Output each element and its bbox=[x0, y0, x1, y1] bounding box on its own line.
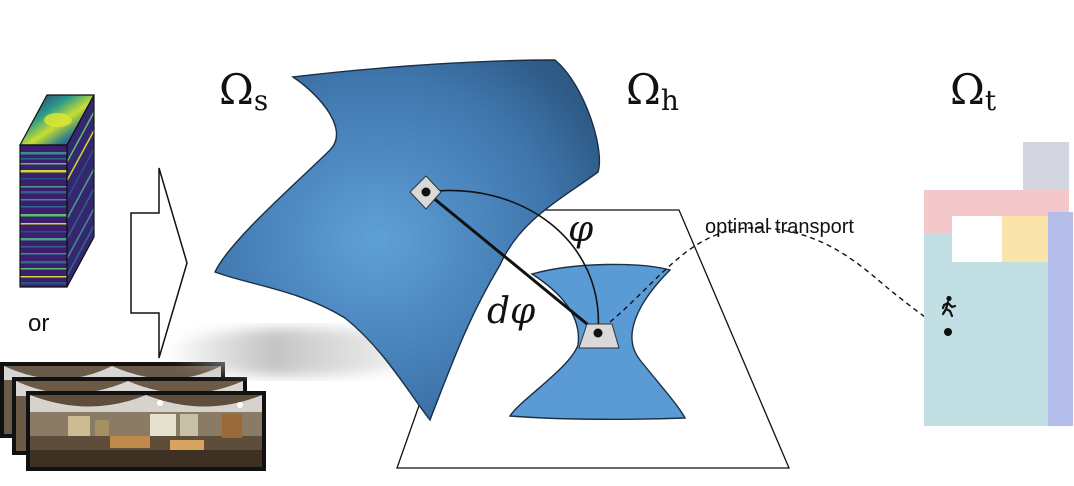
feature-stripe bbox=[20, 186, 67, 188]
omega-h-label: Ωh bbox=[626, 65, 679, 117]
source-point bbox=[421, 187, 431, 197]
feature-stripe bbox=[20, 246, 67, 248]
manifold-shadow bbox=[165, 328, 435, 376]
feature-side-stripe bbox=[66, 148, 95, 200]
feature-stripe bbox=[20, 214, 67, 217]
d-phi-line bbox=[425, 190, 599, 335]
omega-t-label: Ωt bbox=[950, 65, 997, 117]
feature-side-stripe bbox=[66, 111, 95, 163]
location-point bbox=[944, 328, 952, 336]
feature-stripe bbox=[20, 163, 67, 165]
feature-stripe bbox=[20, 276, 67, 278]
source-manifold bbox=[214, 59, 601, 422]
feature-stripe bbox=[20, 206, 67, 208]
feature-stripe bbox=[20, 231, 67, 233]
or-label: or bbox=[28, 310, 49, 337]
feature-stripe bbox=[20, 178, 67, 180]
feature-stripe bbox=[20, 261, 67, 264]
hyperbolic-point bbox=[593, 328, 603, 338]
person-walking-icon bbox=[941, 295, 957, 318]
feature-stripe bbox=[20, 253, 67, 255]
feature-stripe bbox=[20, 152, 67, 155]
feature-side-stripe bbox=[66, 130, 95, 181]
d-phi-label: dφ bbox=[487, 291, 536, 332]
optimal-transport-label: optimal transport bbox=[705, 216, 854, 238]
feature-stripe bbox=[20, 158, 67, 160]
phi-arc bbox=[425, 189, 600, 334]
feature-side-stripe bbox=[66, 188, 95, 240]
panorama-stack-icon bbox=[0, 362, 266, 471]
floorplan bbox=[924, 142, 1073, 426]
feature-stripe bbox=[20, 223, 67, 225]
phi-label: φ bbox=[568, 209, 594, 250]
feature-stripe bbox=[20, 170, 67, 173]
feature-stripe bbox=[20, 282, 67, 285]
feature-side-stripe bbox=[66, 168, 95, 220]
feature-stripe bbox=[20, 238, 67, 241]
omega-s-label: Ωs bbox=[219, 65, 268, 117]
feature-stripe bbox=[20, 268, 67, 270]
feature-stripe bbox=[20, 199, 67, 201]
feature-side-stripe bbox=[66, 225, 95, 276]
feature-stripe bbox=[20, 191, 67, 194]
hollow-right-arrow-icon bbox=[130, 167, 188, 359]
feature-side-stripe bbox=[66, 208, 95, 259]
feature-volume-icon bbox=[18, 94, 96, 288]
